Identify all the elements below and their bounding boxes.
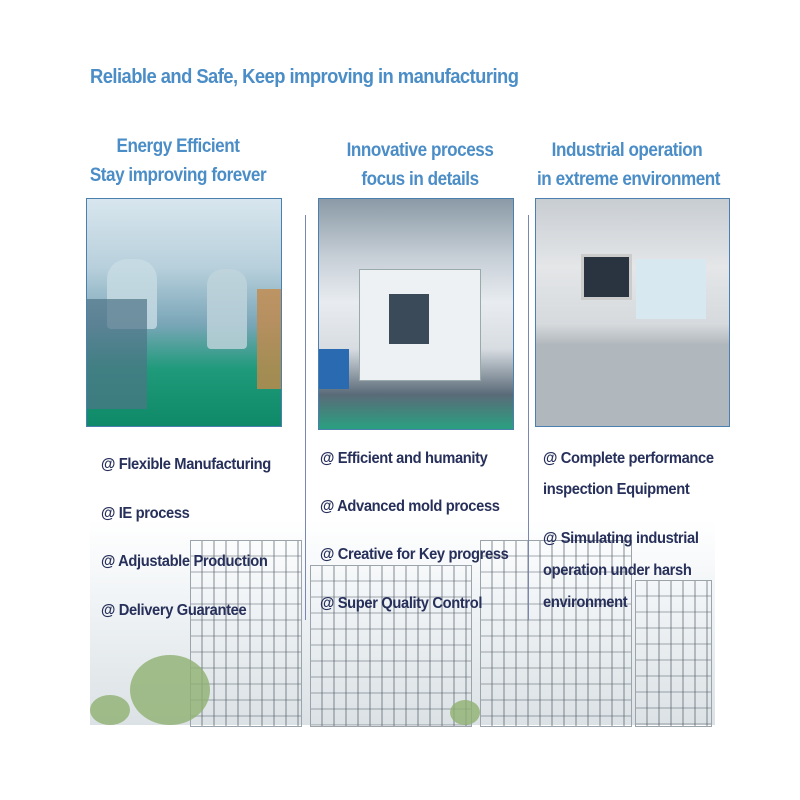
column-1-heading: Energy Efficient Stay improving forever <box>88 132 268 190</box>
heading-line: focus in details <box>361 169 479 190</box>
feature-item: @ Creative for Key progress <box>320 546 509 563</box>
feature-item: @ Super Quality Control <box>320 595 483 612</box>
feature-item: inspection Equipment <box>543 481 690 498</box>
heading-line: Innovative process <box>346 140 494 161</box>
background-buildings-image <box>90 520 715 727</box>
heading-line: Energy Efficient <box>116 136 240 157</box>
feature-item: @ Simulating industrial <box>543 530 699 547</box>
feature-item: @ Complete performance <box>543 450 714 467</box>
feature-item: @ Advanced mold process <box>320 498 500 515</box>
feature-item: @ Delivery Guarantee <box>101 602 247 619</box>
column-2-heading: Innovative process focus in details <box>330 136 510 194</box>
heading-line: in extreme environment <box>537 169 721 190</box>
feature-item: @ IE process <box>101 505 190 522</box>
feature-item: @ Adjustable Production <box>101 553 268 570</box>
column-divider <box>528 215 529 620</box>
injection-machine-photo <box>318 198 514 430</box>
feature-item: environment <box>543 594 628 611</box>
factory-floor-photo <box>86 198 282 427</box>
feature-item: @ Efficient and humanity <box>320 450 488 467</box>
test-equipment-photo <box>535 198 730 427</box>
column-3-heading: Industrial operation in extreme environm… <box>537 136 721 194</box>
column-divider <box>305 215 306 620</box>
heading-line: Stay improving forever <box>89 165 267 186</box>
feature-item: @ Flexible Manufacturing <box>101 456 271 473</box>
page-title: Reliable and Safe, Keep improving in man… <box>90 66 519 88</box>
heading-line: Industrial operation <box>551 140 703 161</box>
feature-item: operation under harsh <box>543 562 692 579</box>
